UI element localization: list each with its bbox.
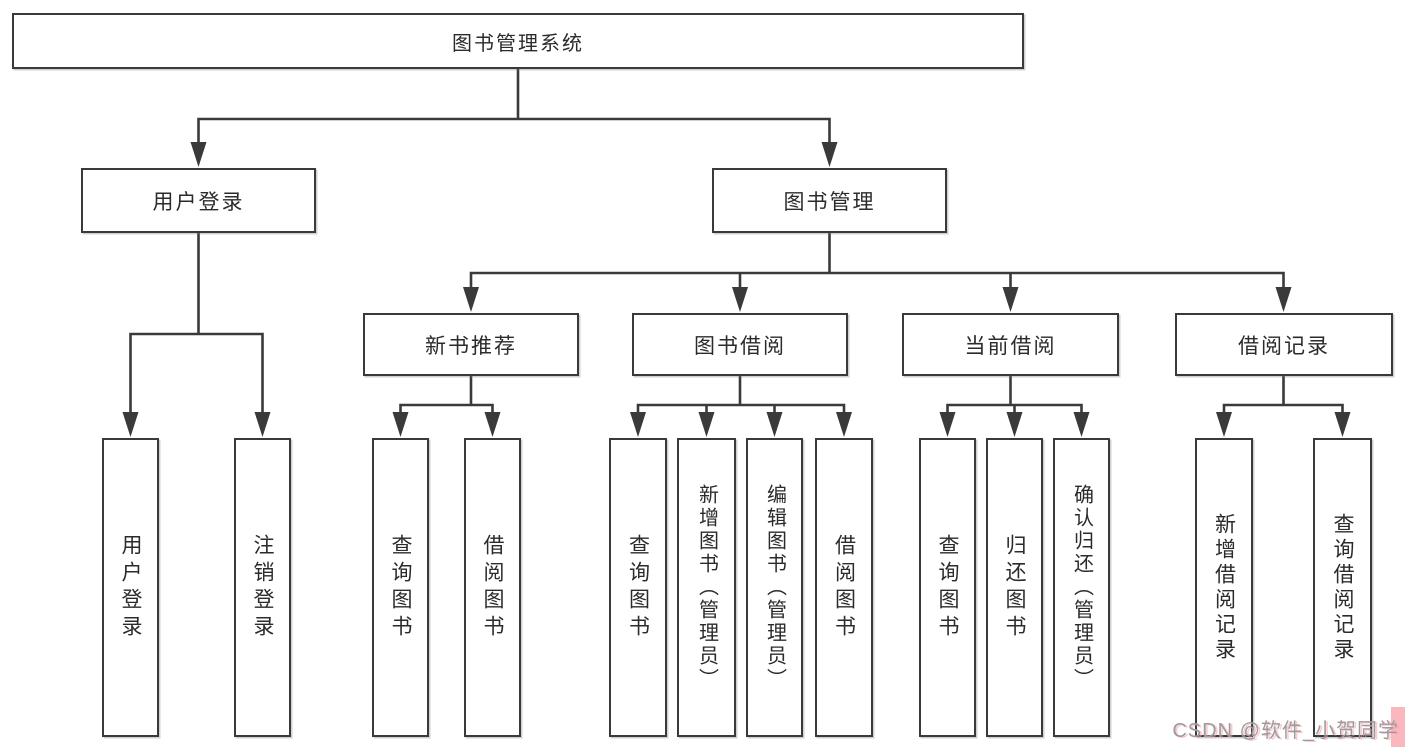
node-book-borrowing-label: 图书借阅 [694,334,786,358]
leaf-borrow-books-borrowing: 借阅图书 [815,438,873,737]
arrow-icon [836,412,852,437]
node-new-book-recommend-label: 新书推荐 [425,334,517,358]
leaf-user-login: 用户登录 [102,438,159,737]
arrow-icon [392,412,409,437]
watermark: CSDN @软件_小贺同学 [1172,720,1399,742]
edge-root-split [197,117,831,152]
leaf-logout-login: 注销登录 [234,438,291,737]
arrow-icon [254,412,271,437]
edge-current-split [946,403,1083,420]
edge-book-mgmt-split [469,271,1285,297]
leaf-logout-login-label: 注销登录 [251,533,274,642]
leaf-return-books-label: 归还图书 [1003,533,1026,642]
leaf-borrow-books-recommend-label: 借阅图书 [481,533,504,642]
node-root: 图书管理系统 [12,13,1024,69]
node-book-management: 图书管理 [712,168,947,233]
leaf-query-books-recommend-label: 查询图书 [389,533,412,642]
leaf-query-books-borrowing-label: 查询图书 [626,533,650,642]
node-user-login: 用户登录 [81,168,316,233]
node-new-book-recommend: 新书推荐 [363,313,579,376]
leaf-query-books-current-label: 查询图书 [936,533,959,642]
arrow-icon [122,412,139,437]
node-borrowing-records-label: 借阅记录 [1238,334,1330,358]
node-user-login-label: 用户登录 [152,190,245,214]
leaf-query-books-recommend: 查询图书 [372,438,429,737]
arrow-icon [1073,412,1090,437]
arrow-icon [766,412,783,437]
leaf-confirm-return-admin-label: 确认归还（管理员） [1070,484,1093,691]
node-current-borrowing: 当前借阅 [902,313,1119,376]
edge-borrowing-split [636,403,846,420]
edge-records-split [1222,403,1344,420]
leaf-add-books-admin-label: 新增图书（管理员） [695,484,718,691]
leaf-return-books: 归还图书 [986,438,1043,737]
node-book-management-label: 图书管理 [783,190,876,214]
arrow-icon [463,287,479,312]
leaf-query-borrow-record: 查询借阅记录 [1313,438,1372,737]
arrow-icon [732,287,748,312]
leaf-borrow-books-recommend: 借阅图书 [464,438,521,737]
arrow-icon [1216,412,1232,437]
leaf-query-books-current: 查询图书 [919,438,976,737]
leaf-add-borrow-record: 新增借阅记录 [1195,438,1253,737]
arrow-icon [190,142,207,167]
leaf-confirm-return-admin: 确认归还（管理员） [1053,438,1110,737]
leaf-edit-books-admin-label: 编辑图书（管理员） [763,484,786,691]
leaf-edit-books-admin: 编辑图书（管理员） [746,438,803,737]
leaf-borrow-books-borrowing-label: 借阅图书 [832,533,856,642]
arrow-icon [698,412,715,437]
arrow-icon [484,412,501,437]
leaf-add-borrow-record-label: 新增借阅记录 [1212,512,1236,663]
watermark-accent-strip [1391,707,1405,747]
leaf-query-books-borrowing: 查询图书 [609,438,667,737]
arrow-icon [1334,412,1351,437]
arrow-icon [1275,287,1292,312]
leaf-add-books-admin: 新增图书（管理员） [677,438,736,737]
node-current-borrowing-label: 当前借阅 [964,334,1057,358]
leaf-query-borrow-record-label: 查询借阅记录 [1331,512,1354,663]
arrow-icon [630,412,646,437]
leaf-user-login-label: 用户登录 [119,533,142,642]
node-borrowing-records: 借阅记录 [1175,313,1393,376]
edge-new-book-split [399,403,494,420]
arrow-icon [821,142,838,167]
arrow-icon [939,412,956,437]
arrow-icon [1002,287,1019,312]
edge-user-login-split [129,332,264,420]
arrow-icon [1006,412,1023,437]
node-book-borrowing: 图书借阅 [632,313,848,376]
node-root-label: 图书管理系统 [452,32,584,55]
